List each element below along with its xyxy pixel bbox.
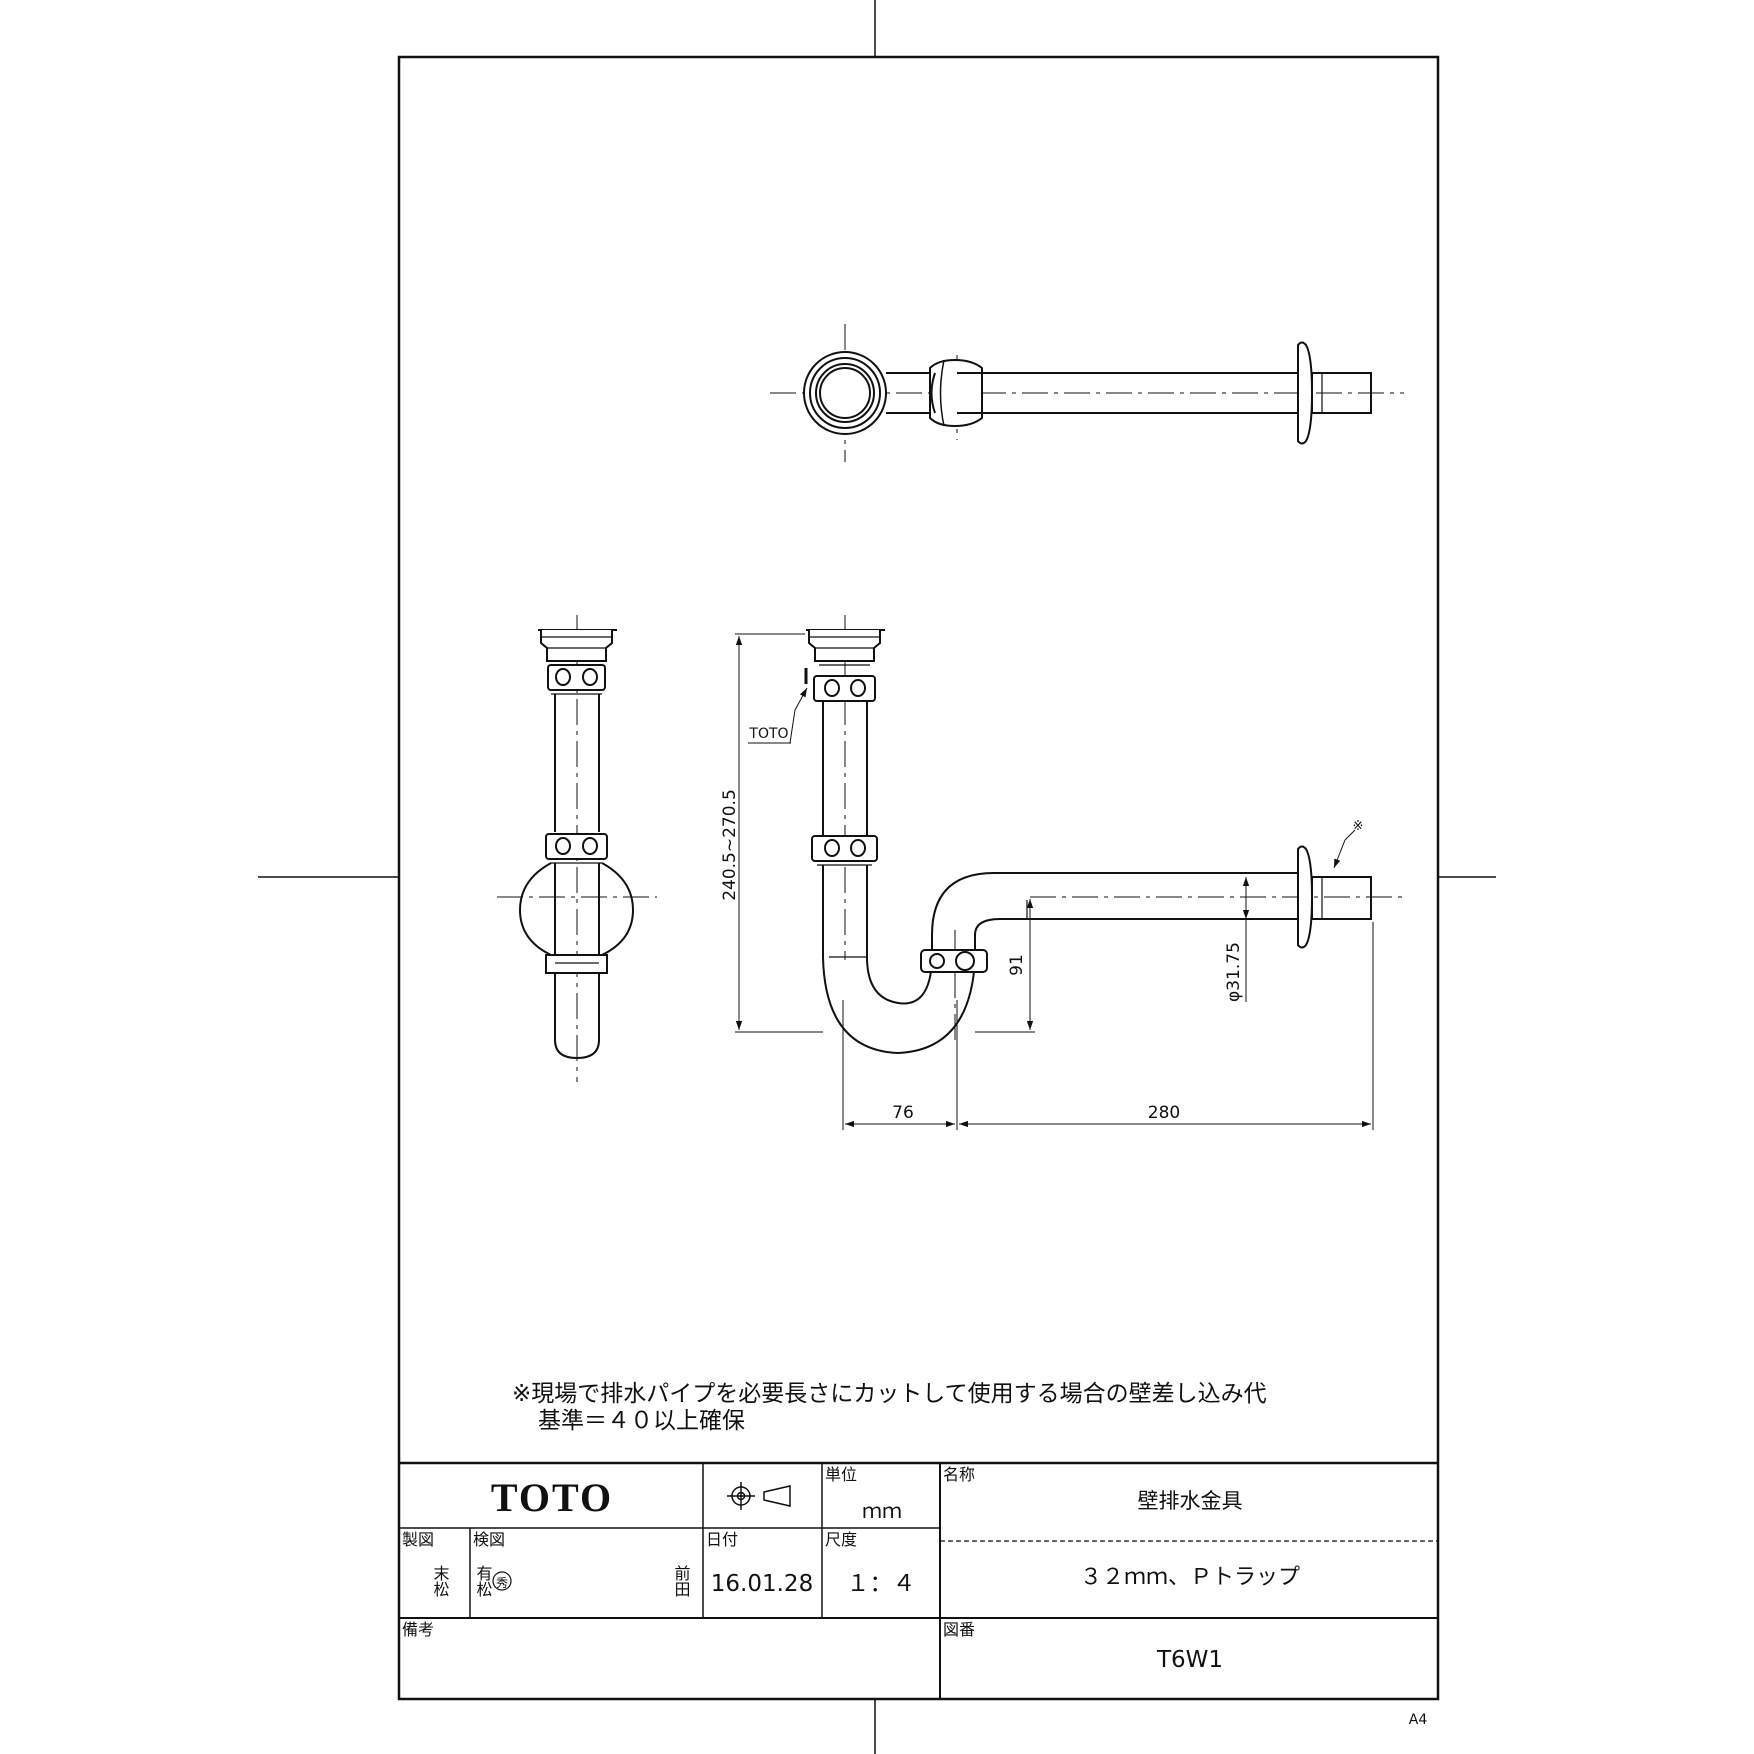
horizontal-pipe-front xyxy=(931,872,1298,950)
wall-flange-front xyxy=(1297,845,1372,949)
date-value: 16.01.28 xyxy=(711,1571,813,1597)
top-view xyxy=(770,324,1404,462)
title-block xyxy=(399,1461,1438,1699)
drawing-no-value: T6W1 xyxy=(1156,1647,1223,1673)
nut-front-upper xyxy=(813,664,876,702)
brand-logo: TOTO xyxy=(491,1475,613,1520)
pipe-side xyxy=(554,694,600,832)
dim-trap-height: 91 xyxy=(1007,954,1027,976)
note: ※現場で排水パイプを必要長さにカットして使用する場合の壁差し込み代 基準＝４０以… xyxy=(512,1381,1267,1434)
dim-offset: 76 xyxy=(892,1103,914,1123)
pipe-top xyxy=(957,372,1298,414)
dim-length: 280 xyxy=(1148,1103,1180,1123)
sheet-frame xyxy=(258,0,1496,1754)
dim-height-range: 240.5~270.5 xyxy=(720,789,740,901)
wall-flange-top xyxy=(1297,341,1372,445)
side-view xyxy=(497,615,657,1082)
trap-body-side xyxy=(518,862,635,1060)
strainer-front xyxy=(804,629,885,684)
nut-front-lower xyxy=(811,835,878,958)
drain-outlet-top xyxy=(803,351,887,435)
nut-side-lower xyxy=(545,833,608,864)
paper-size: A4 xyxy=(1409,1712,1428,1728)
drawing-no-label: 図番 xyxy=(943,1620,975,1639)
checked-value-1: 有松 xyxy=(474,1565,493,1597)
drawn-value: 末松 xyxy=(431,1565,450,1597)
dimension-lines xyxy=(735,633,1374,1130)
nut-side-upper xyxy=(547,660,606,695)
projection-symbol xyxy=(727,1482,791,1510)
centerlines-front xyxy=(844,615,1404,1040)
dimension-text: 240.5~270.5 91 φ31.75 76 280 TOTO ※ xyxy=(720,726,1363,1123)
title-block-text: TOTO 単位 ｍｍ 名称 壁排水金具 製図 検図 日付 尺度 末松 有松 秀 … xyxy=(402,1465,1427,1728)
front-view xyxy=(804,615,1404,1055)
checked-stamp: 秀 xyxy=(496,1576,508,1590)
drawn-label: 製図 xyxy=(402,1530,434,1549)
pipe-front-vertical xyxy=(822,701,868,836)
unit-label: 単位 xyxy=(825,1465,857,1484)
date-label: 日付 xyxy=(706,1530,738,1549)
name-value: 壁排水金具 xyxy=(1138,1489,1243,1513)
callout-asterisk: ※ xyxy=(1353,819,1364,834)
checked-value-2: 前田 xyxy=(672,1565,691,1597)
note-line-1: ※現場で排水パイプを必要長さにカットして使用する場合の壁差し込み代 xyxy=(512,1381,1267,1407)
scale-label: 尺度 xyxy=(825,1530,857,1549)
nut-front-trap xyxy=(920,949,988,973)
dim-pipe-diameter: φ31.75 xyxy=(1224,942,1244,1002)
elbow-top xyxy=(886,358,983,428)
spec-value: ３２ｍｍ、Ｐトラップ xyxy=(1080,1565,1300,1590)
remarks-label: 備考 xyxy=(402,1620,434,1639)
trap-bend-front xyxy=(822,956,976,1055)
strainer-side xyxy=(538,629,617,662)
callout-toto: TOTO xyxy=(748,726,788,742)
unit-value: ｍｍ xyxy=(862,1499,902,1523)
name-label: 名称 xyxy=(943,1465,975,1484)
checked-label: 検図 xyxy=(473,1530,505,1549)
note-line-2: 基準＝４０以上確保 xyxy=(538,1408,745,1434)
scale-value: １：４ xyxy=(847,1571,916,1597)
